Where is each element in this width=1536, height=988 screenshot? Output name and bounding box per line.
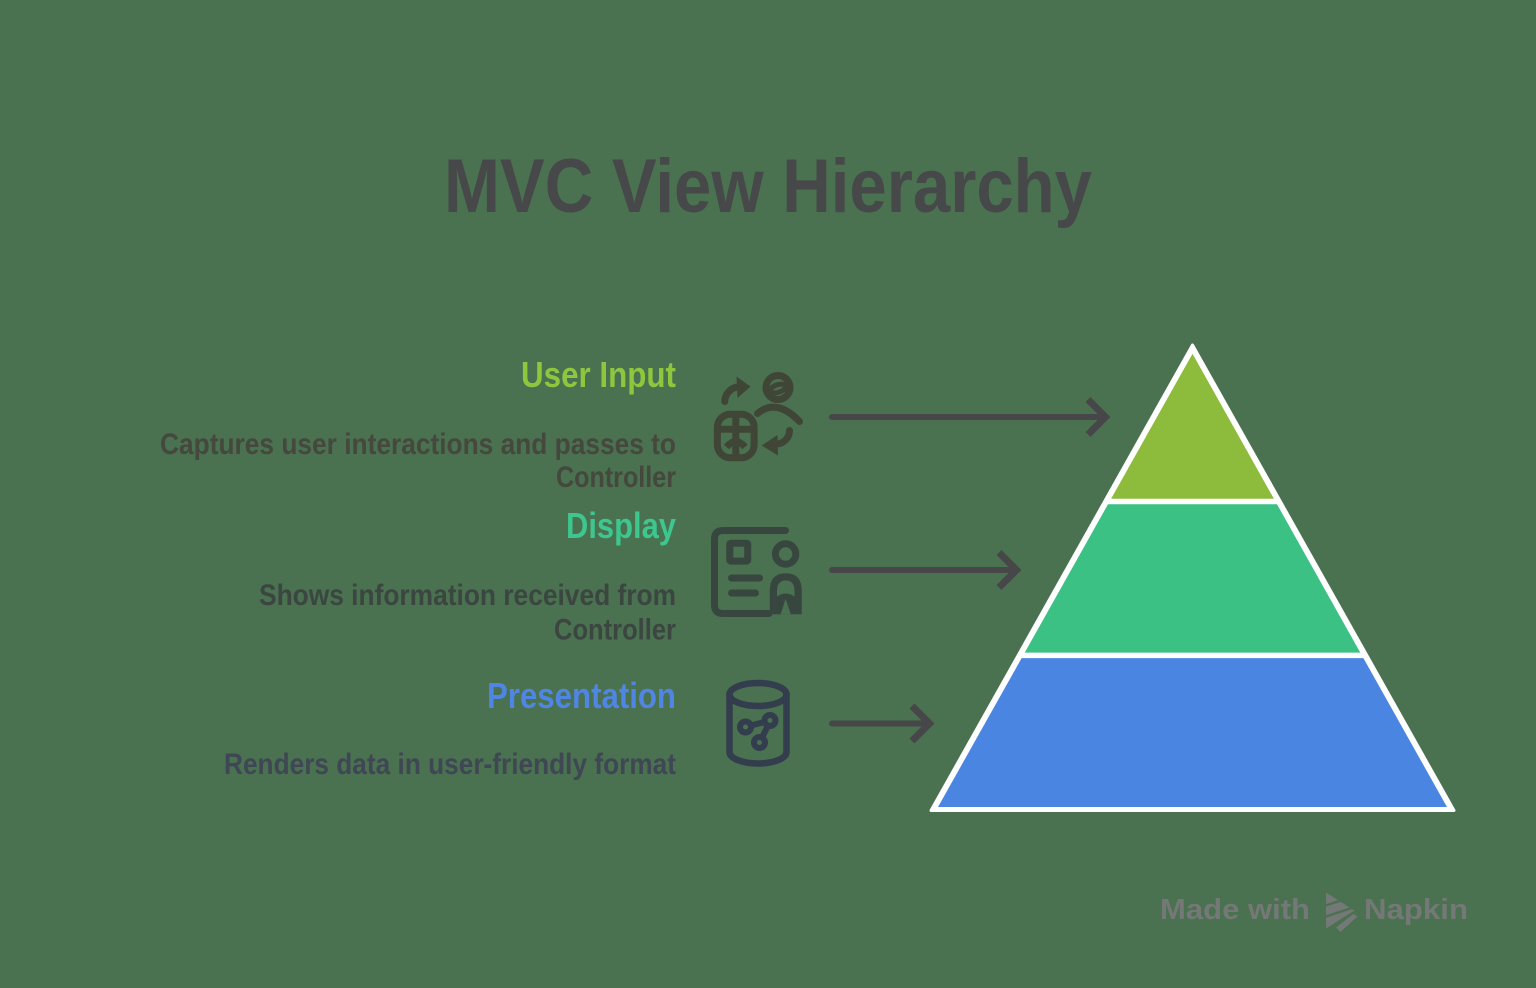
svg-text:MVC View Hierarchy: MVC View Hierarchy [444, 144, 1092, 229]
svg-text:Controller: Controller [554, 614, 676, 647]
svg-text:Renders data in user-friendly: Renders data in user-friendly format [224, 748, 676, 781]
svg-text:Controller: Controller [556, 461, 676, 494]
svg-text:Made with: Made with [1160, 894, 1310, 926]
svg-text:User Input: User Input [521, 354, 676, 395]
svg-text:Napkin: Napkin [1364, 894, 1468, 926]
svg-text:Captures user interactions and: Captures user interactions and passes to [160, 428, 676, 461]
svg-text:Presentation: Presentation [487, 675, 676, 716]
svg-text:Shows information received fro: Shows information received from [259, 579, 676, 612]
svg-text:Display: Display [566, 505, 676, 546]
